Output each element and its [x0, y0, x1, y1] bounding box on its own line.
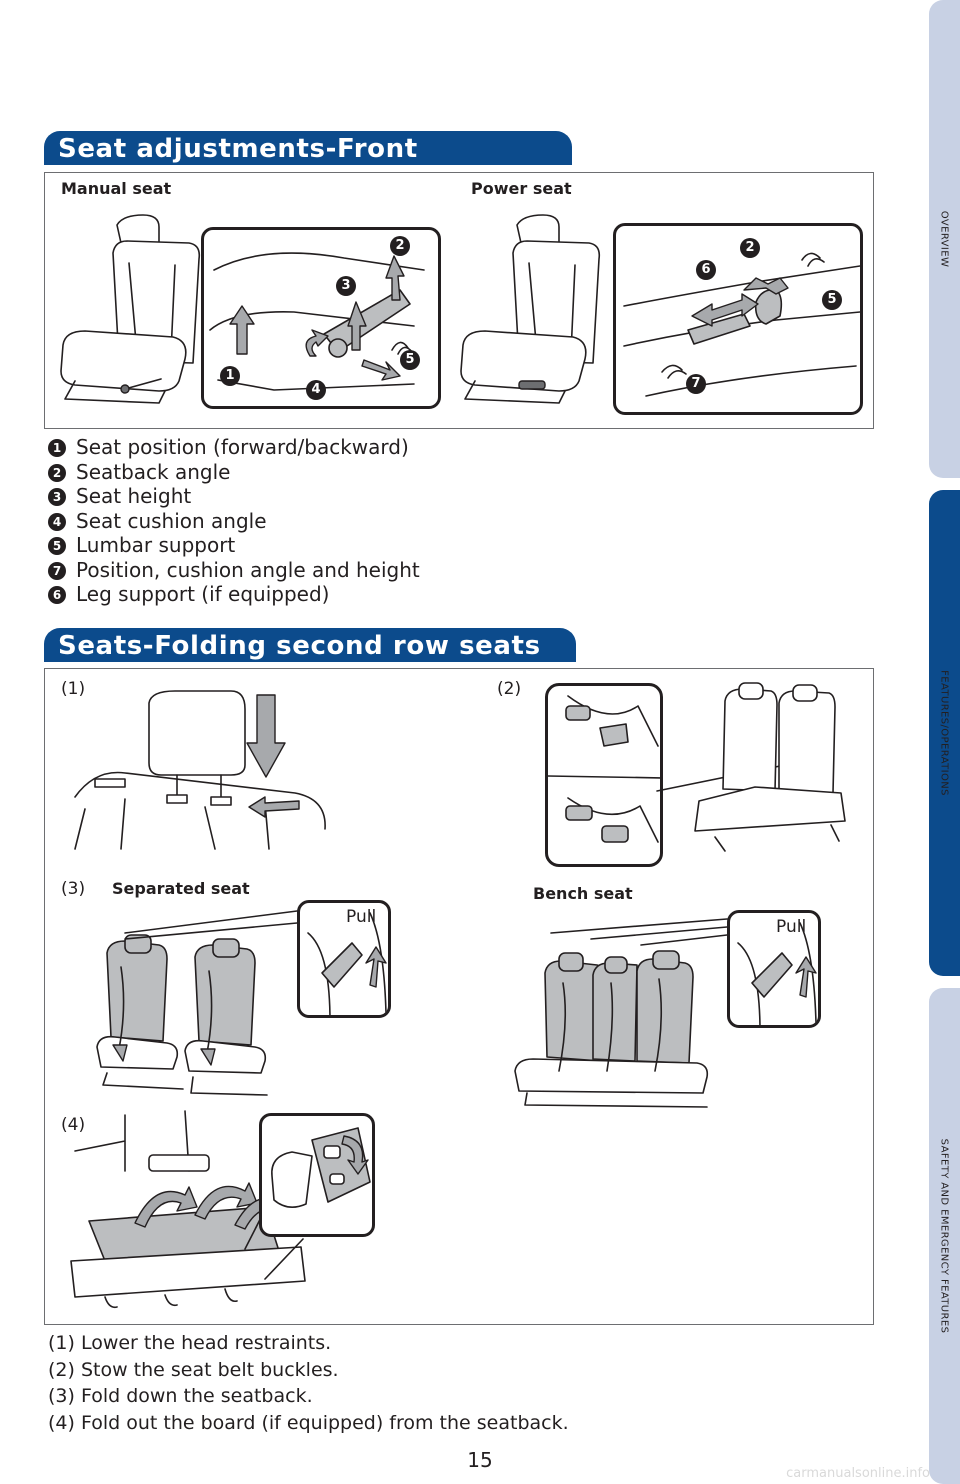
front-seat-illustration-panel: Manual seat Power seat 2 3 1 4 5: [44, 172, 874, 429]
step-4-label: (4): [61, 1115, 86, 1135]
legend-item: 6 Leg support (if equipped): [48, 582, 329, 606]
pull-lever-inset-bench: Pull: [727, 910, 821, 1028]
manual-badge-3: 3: [336, 276, 356, 296]
manual-badge-5: 5: [400, 350, 420, 370]
legend-text: Leg support (if equipped): [76, 582, 330, 606]
power-badge-7: 7: [686, 374, 706, 394]
tab-safety-emergency-label: SAFETY AND EMERGENCY FEATURES: [938, 1138, 950, 1334]
head-restraint-drawing: [74, 690, 326, 850]
pull-lines-separated: [124, 910, 298, 940]
legend-text: Seat height: [76, 484, 192, 508]
separated-seat-label: Separated seat: [112, 879, 250, 898]
legend-number: 6: [48, 586, 66, 604]
bench-seat-fold-drawing: [514, 950, 709, 1108]
manual-seat-label: Manual seat: [61, 179, 172, 198]
manual-badge-1: 1: [220, 366, 240, 386]
manual-seat-detail-inset: 2 3 1 4 5: [201, 227, 441, 409]
legend-number: 7: [48, 562, 66, 580]
caption-step-4: (4) Fold out the board (if equipped) fro…: [48, 1412, 569, 1434]
buckle-stow-inset: [545, 683, 663, 867]
power-badge-2: 2: [740, 238, 760, 258]
board-fold-out-drawing: [70, 1110, 306, 1309]
watermark: carmanualsonline.info: [786, 1466, 930, 1481]
power-seat-detail-inset: 2 6 5 7: [613, 223, 863, 415]
pull-lines-bench: [550, 918, 728, 946]
pull-lever-inset-separated: Pull: [297, 900, 391, 1018]
legend-item: 1 Seat position (forward/backward): [48, 435, 409, 459]
manual-badge-2: 2: [390, 236, 410, 256]
step-3-label: (3): [61, 879, 86, 899]
pull-label-bench: Pull: [776, 917, 807, 937]
tab-features-operations-label: FEATURES/OPERATIONS: [938, 670, 950, 796]
page-number: 15: [467, 1448, 493, 1472]
legend-text: Lumbar support: [76, 533, 236, 557]
legend-text: Seatback angle: [76, 460, 231, 484]
tab-safety-emergency[interactable]: [929, 988, 960, 1484]
caption-step-3: (3) Fold down the seatback.: [48, 1385, 313, 1407]
power-badge-6: 6: [696, 260, 716, 280]
step-1-label: (1): [61, 679, 86, 699]
legend-number: 2: [48, 464, 66, 482]
legend-item: 4 Seat cushion angle: [48, 509, 267, 533]
legend-item: 7 Position, cushion angle and height: [48, 558, 420, 582]
legend-number: 1: [48, 439, 66, 457]
manual-badge-4: 4: [306, 380, 326, 400]
second-row-illustration-panel: (1) (2) (3) Separated seat Bench seat (4…: [44, 668, 874, 1325]
pull-label-separated: Pull: [346, 907, 377, 927]
tab-overview[interactable]: [929, 0, 960, 478]
caption-step-1: (1) Lower the head restraints.: [48, 1332, 332, 1354]
separated-seats-drawing: [96, 934, 268, 1096]
legend-item: 3 Seat height: [48, 484, 191, 508]
power-seat-label: Power seat: [471, 179, 572, 198]
legend-text: Seat position (forward/backward): [76, 435, 409, 459]
step-2-label: (2): [497, 679, 522, 699]
legend-number: 5: [48, 537, 66, 555]
legend-number: 3: [48, 488, 66, 506]
tab-overview-label: OVERVIEW: [938, 210, 950, 268]
manual-seat-drawing: [60, 214, 201, 404]
legend-text: Seat cushion angle: [76, 509, 267, 533]
power-seat-drawing: [460, 214, 601, 404]
section-title-second-row: Seats-Folding second row seats: [44, 628, 576, 662]
bench-seat-buckle-drawing: [656, 682, 846, 852]
tab-features-operations[interactable]: [929, 490, 960, 976]
legend-item: 5 Lumbar support: [48, 533, 235, 557]
legend-number: 4: [48, 513, 66, 531]
legend-text: Position, cushion angle and height: [76, 558, 420, 582]
legend-item: 2 Seatback angle: [48, 460, 230, 484]
board-latch-inset: [259, 1113, 375, 1237]
bench-seat-label: Bench seat: [533, 884, 633, 903]
section-title-front-seats: Seat adjustments-Front: [44, 131, 572, 165]
caption-step-2: (2) Stow the seat belt buckles.: [48, 1359, 339, 1381]
power-badge-5: 5: [822, 290, 842, 310]
